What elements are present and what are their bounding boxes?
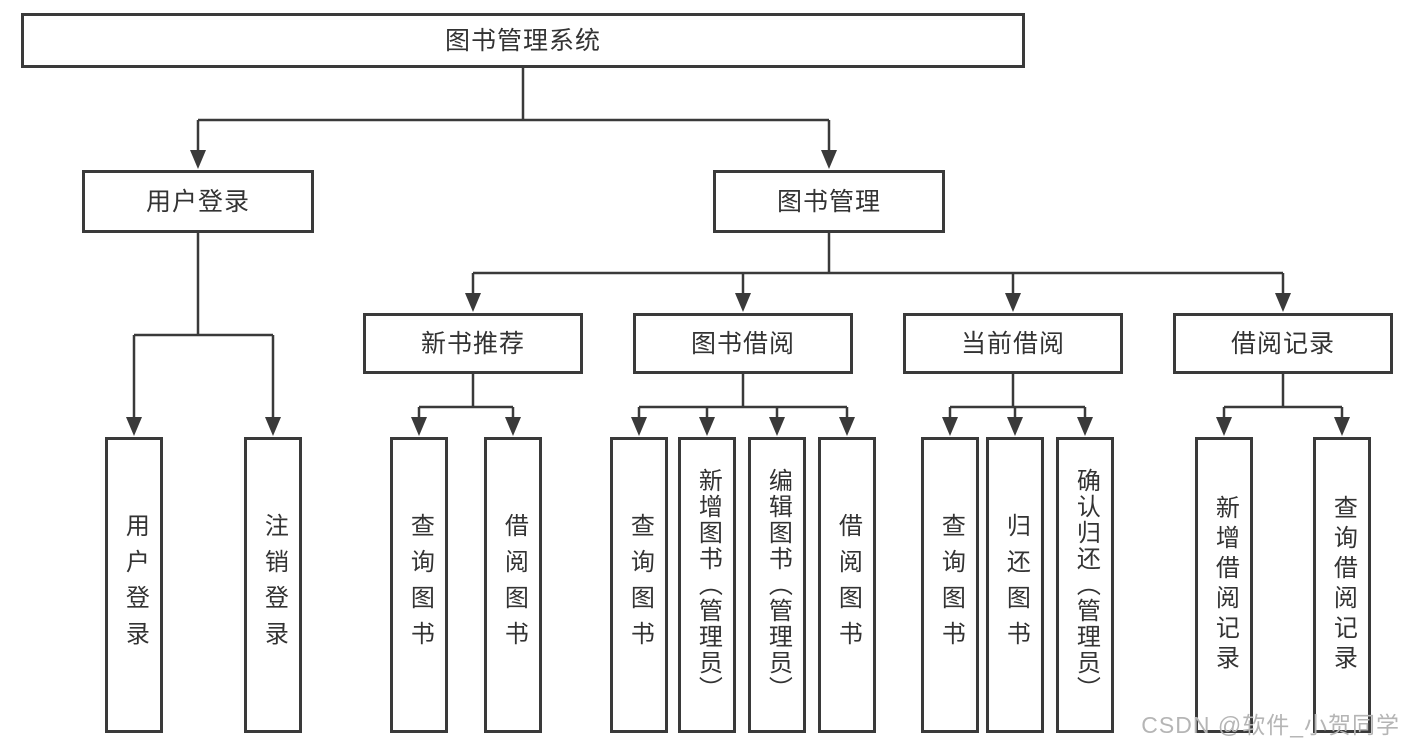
csdn-watermark: CSDN @软件_小贺同学	[1141, 712, 1400, 738]
leaf-confirm-return-admin: 确认归还（管理员）	[1056, 437, 1114, 733]
arrowhead	[505, 417, 521, 436]
arrowhead	[1216, 417, 1232, 436]
leaf-query-borrow-record: 查询借阅记录	[1313, 437, 1371, 733]
arrowhead	[1334, 417, 1350, 436]
leaf-borrow-books: 借阅图书	[818, 437, 876, 733]
arrowhead	[839, 417, 855, 436]
leaf-logout: 注销登录	[244, 437, 302, 733]
node-library-management-system: 图书管理系统	[21, 13, 1025, 68]
arrowhead	[821, 150, 837, 169]
arrowhead	[631, 417, 647, 436]
arrowheads	[126, 150, 1350, 436]
leaf-add-books-admin: 新增图书（管理员）	[678, 437, 736, 733]
node-current-borrowing: 当前借阅	[903, 313, 1123, 374]
node-book-management: 图书管理	[713, 170, 945, 233]
arrowhead	[1275, 293, 1291, 312]
arrowhead	[699, 417, 715, 436]
connector-current-borrow-group	[948, 374, 1087, 418]
leaf-user-login: 用户登录	[105, 437, 163, 733]
node-borrowing-records: 借阅记录	[1173, 313, 1393, 374]
leaf-borrow-books-new: 借阅图书	[484, 437, 542, 733]
leaf-query-books-current: 查询图书	[921, 437, 979, 733]
connector-user-login-group	[132, 233, 275, 418]
arrowhead	[1005, 293, 1021, 312]
arrowhead	[735, 293, 751, 312]
arrowhead	[942, 417, 958, 436]
connector-book-mgmt-to-level3	[471, 233, 1285, 294]
connector-book-borrow-group	[637, 374, 849, 418]
leaf-add-borrow-record: 新增借阅记录	[1195, 437, 1253, 733]
arrowhead	[1077, 417, 1093, 436]
arrowhead	[465, 293, 481, 312]
node-user-login: 用户登录	[82, 170, 314, 233]
connector-new-book-group	[417, 374, 515, 418]
arrowhead	[190, 150, 206, 169]
node-book-borrowing: 图书借阅	[633, 313, 853, 374]
arrowhead	[265, 417, 281, 436]
leaf-return-books: 归还图书	[986, 437, 1044, 733]
connector-root-to-level2	[196, 68, 831, 151]
arrowhead	[411, 417, 427, 436]
node-new-book-recommendation: 新书推荐	[363, 313, 583, 374]
arrowhead	[126, 417, 142, 436]
arrowhead	[769, 417, 785, 436]
leaf-edit-books-admin: 编辑图书（管理员）	[748, 437, 806, 733]
arrowhead	[1007, 417, 1023, 436]
connector-borrow-record-group	[1222, 374, 1344, 418]
leaf-query-books-new: 查询图书	[390, 437, 448, 733]
leaf-query-books-borrow: 查询图书	[610, 437, 668, 733]
